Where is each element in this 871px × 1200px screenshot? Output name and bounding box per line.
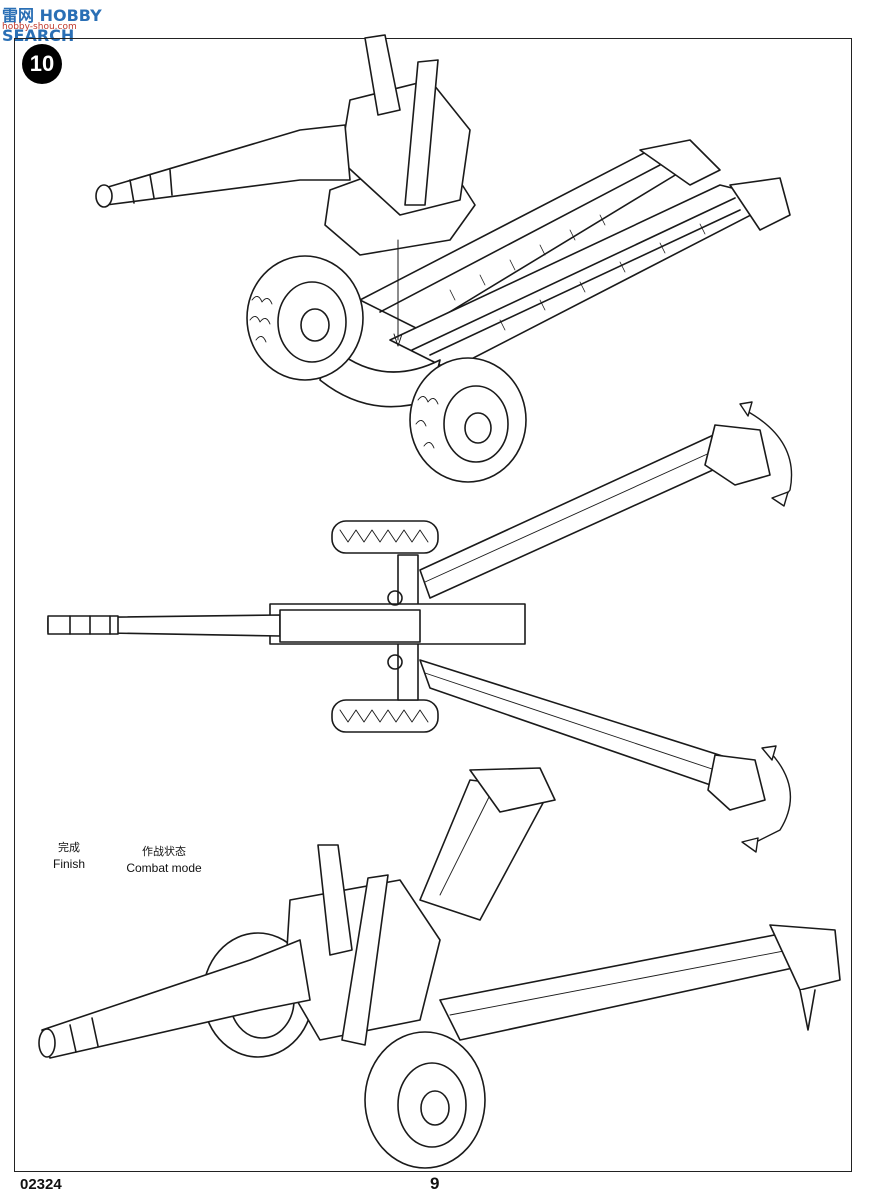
top-left-wheel (246, 255, 364, 381)
bottom-right-wheel (364, 1031, 486, 1169)
top-gun-assembly (95, 34, 791, 483)
top-trail-arms (359, 139, 791, 371)
finish-caption: 完成 Finish (44, 839, 94, 873)
middle-plan-view (47, 424, 771, 811)
bottom-combat-view (38, 767, 841, 1169)
step-number-badge: 10 (22, 44, 62, 84)
bottom-barrel (38, 939, 311, 1059)
curved-double-arrow-icon (739, 401, 793, 507)
top-barrel (95, 124, 351, 208)
mid-top-wheel (331, 520, 439, 554)
watermark-text: 雷网 HOBBY SEARCH (2, 6, 102, 45)
combat-mode-caption-en: Combat mode (126, 861, 202, 875)
combat-mode-caption-cn: 作战状态 (142, 845, 186, 858)
page-frame (14, 38, 852, 1172)
combat-mode-caption: 作战状态 Combat mode (114, 843, 214, 877)
curved-double-arrow-icon-lower (741, 745, 792, 853)
page-number: 9 (430, 1174, 440, 1193)
mid-bottom-wheel (331, 699, 439, 733)
top-right-wheel (409, 357, 527, 483)
middle-barrel (47, 609, 421, 643)
watermark: 雷网 HOBBY SEARCH hobby-shou.com (2, 2, 172, 45)
product-code: 02324 (20, 1176, 62, 1193)
watermark-url: hobby-shou.com (2, 22, 77, 32)
finish-caption-cn: 完成 (58, 841, 80, 854)
finish-caption-en: Finish (52, 857, 85, 871)
